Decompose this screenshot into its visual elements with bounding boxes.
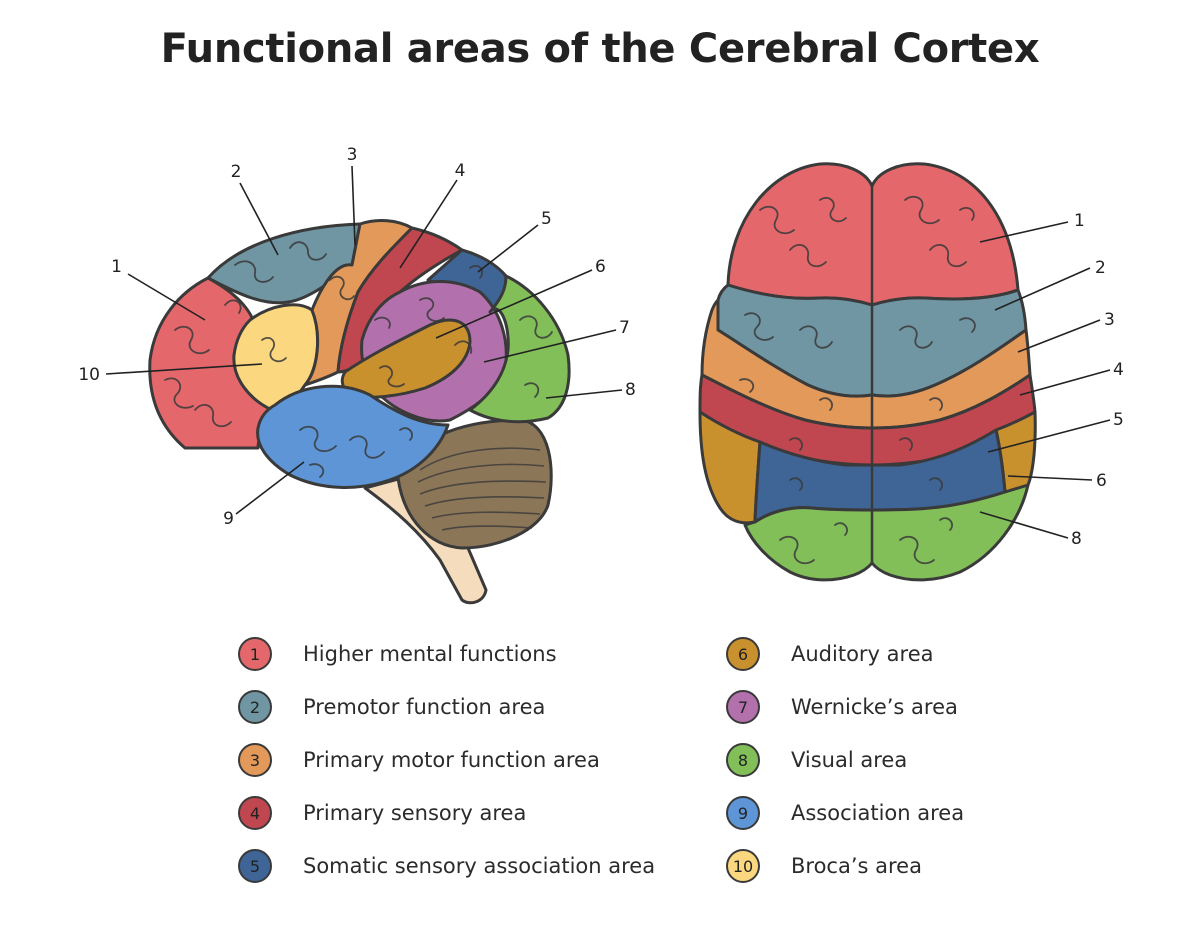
side-callout-10: 10 xyxy=(78,365,100,385)
side-callout-lines xyxy=(105,165,623,515)
side-callout-2: 2 xyxy=(231,162,242,182)
side-callout-7: 7 xyxy=(619,318,630,338)
top-callout-4: 4 xyxy=(1113,360,1124,380)
side-callout-3: 3 xyxy=(347,145,358,165)
top-callout-2: 2 xyxy=(1095,258,1106,278)
side-region-8 xyxy=(468,274,571,424)
top-callout-8: 8 xyxy=(1071,529,1082,549)
top-region-8 xyxy=(743,483,1030,582)
side-callout-5: 5 xyxy=(541,209,552,229)
top-callout-5: 5 xyxy=(1113,410,1124,430)
side-callout-1: 1 xyxy=(111,257,122,277)
top-view-brain xyxy=(698,162,1037,582)
side-callout-6: 6 xyxy=(595,257,606,277)
cerebellum-folia xyxy=(417,447,547,531)
page-title: Functional areas of the Cerebral Cortex xyxy=(160,26,1040,72)
cerebellum xyxy=(396,418,553,550)
side-callout-9: 9 xyxy=(223,509,234,529)
side-callout-8: 8 xyxy=(625,380,636,400)
gyri-texture xyxy=(164,195,976,565)
top-callout-3: 3 xyxy=(1104,310,1115,330)
top-callout-1: 1 xyxy=(1074,211,1085,231)
side-callout-4: 4 xyxy=(455,161,466,181)
top-callout-6: 6 xyxy=(1096,471,1107,491)
top-callout-lines xyxy=(979,221,1111,539)
